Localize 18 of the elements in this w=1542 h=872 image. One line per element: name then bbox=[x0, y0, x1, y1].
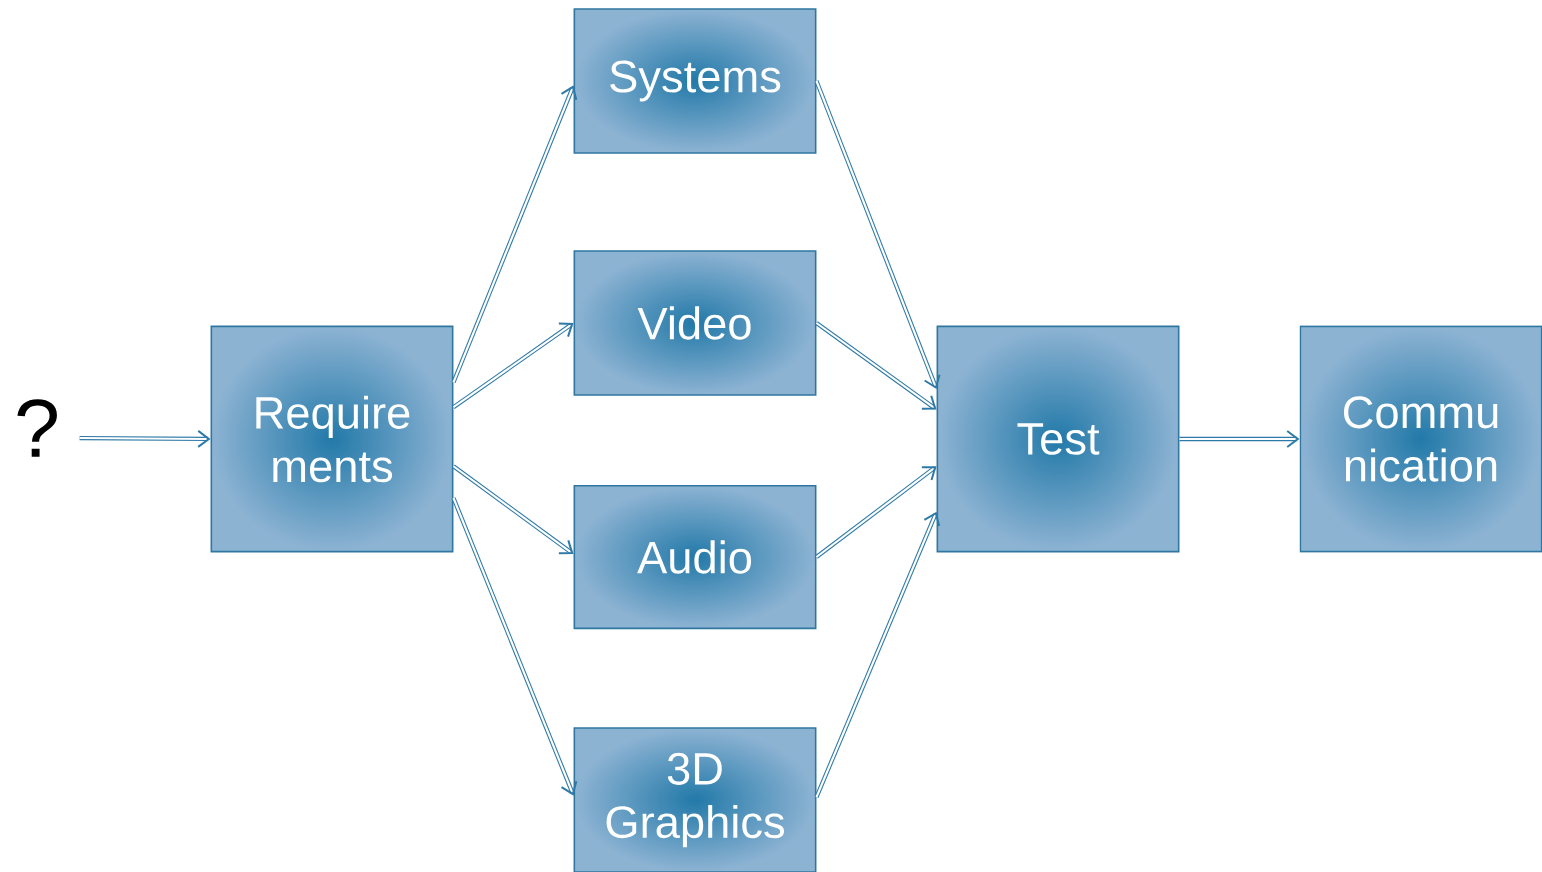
process-box: Commu nication bbox=[1299, 325, 1542, 553]
arrow bbox=[452, 464, 574, 555]
process-box: Systems bbox=[573, 8, 817, 154]
arrow bbox=[815, 321, 937, 410]
arrow bbox=[814, 80, 941, 390]
process-box: Test bbox=[936, 325, 1180, 553]
arrow bbox=[451, 85, 578, 384]
arrow bbox=[79, 429, 211, 448]
process-box: 3D Graphics bbox=[573, 727, 817, 872]
process-box: Video bbox=[573, 250, 817, 396]
arrow bbox=[814, 511, 941, 798]
arrow bbox=[452, 322, 574, 409]
arrow bbox=[815, 466, 937, 559]
process-box: Audio bbox=[573, 484, 817, 630]
arrow bbox=[451, 497, 578, 796]
process-box: Require ments bbox=[210, 325, 454, 553]
question-mark: ? bbox=[17, 399, 57, 457]
arrow bbox=[1179, 430, 1300, 448]
